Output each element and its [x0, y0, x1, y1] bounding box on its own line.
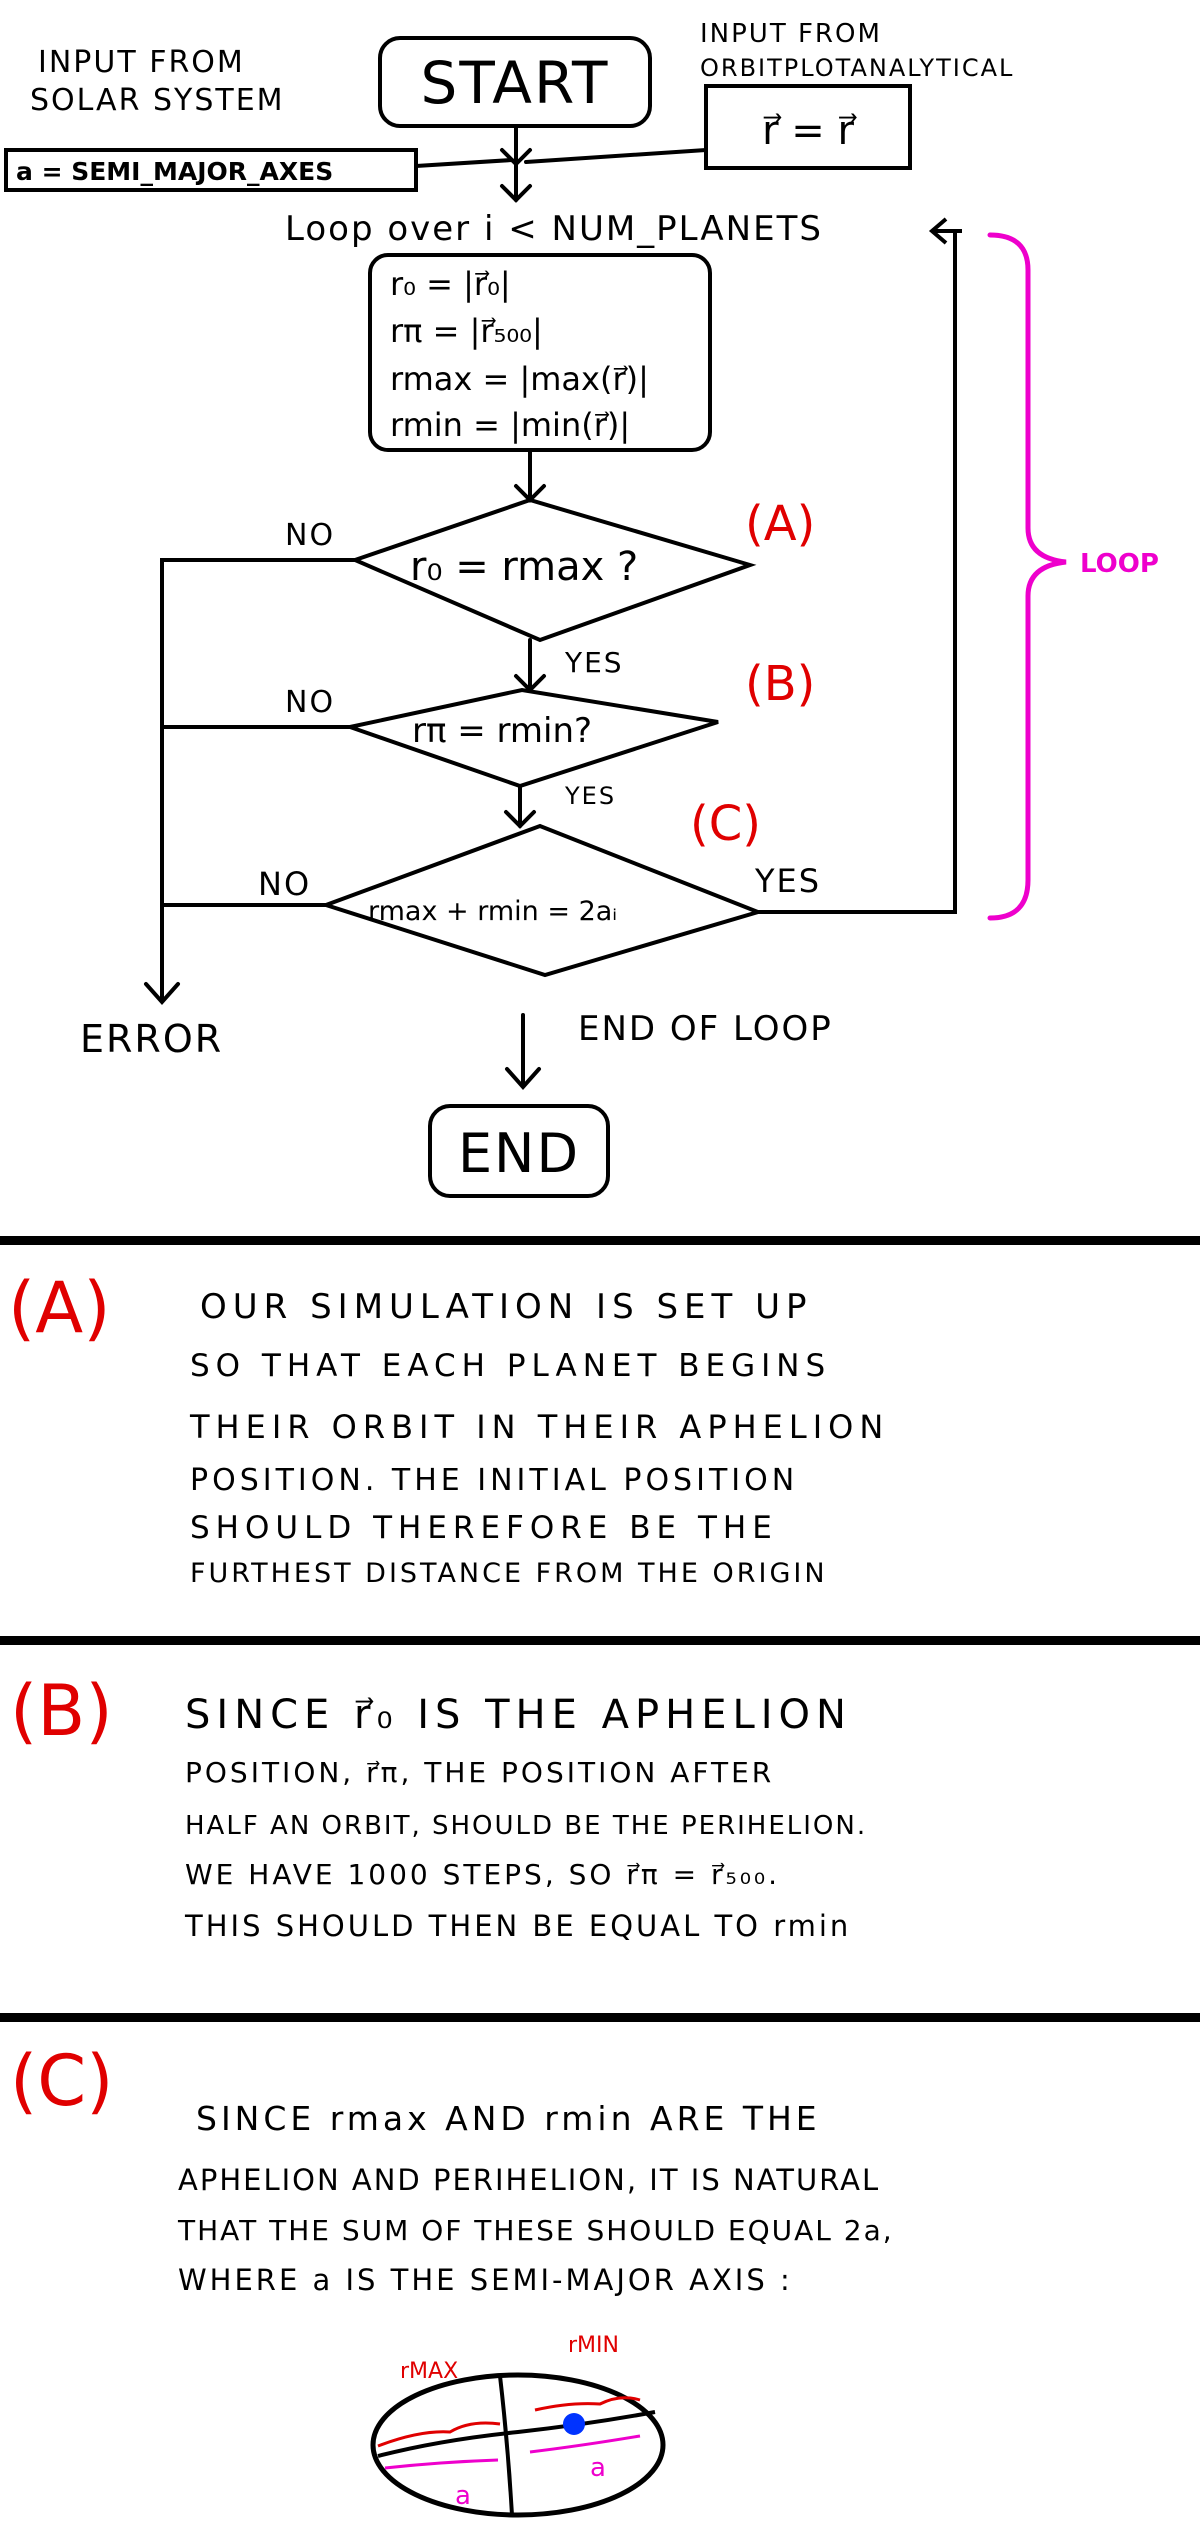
svg-text:a = SEMI_MAJOR_AXES: a = SEMI_MAJOR_AXES [16, 157, 333, 186]
note-a-line: OUR SIMULATION IS SET UP [200, 1287, 813, 1327]
yes-label-c: YES [754, 862, 821, 900]
sun-dot [563, 2413, 585, 2435]
end-of-loop-label: END OF LOOP [578, 1009, 833, 1049]
error-node: ERROR [80, 1017, 223, 1061]
divider-middle [0, 1636, 1200, 1645]
input-left-box: a = SEMI_MAJOR_AXES [4, 148, 418, 192]
no-label-a: NO [285, 518, 335, 553]
note-c-line: WHERE a IS THE SEMI-MAJOR AXIS : [178, 2263, 793, 2297]
note-a-line: SO THAT EACH PLANET BEGINS [190, 1348, 831, 1384]
divider-top [0, 1236, 1200, 1245]
note-b-line: SINCE r⃗₀ IS THE APHELION [185, 1692, 852, 1738]
note-b-line: WE HAVE 1000 STEPS, SO r⃗π = r⃗₅₀₀. [185, 1858, 780, 1891]
note-a-line: POSITION. THE INITIAL POSITION [190, 1463, 798, 1498]
decision-b: rπ = rmin? [342, 687, 719, 789]
yes-loop-back-rail [756, 229, 957, 914]
tag-c: (C) [690, 796, 761, 852]
svg-text:ORBITPLOTANALYTICAL: ORBITPLOTANALYTICAL [700, 54, 1014, 82]
start-node: START [378, 36, 652, 128]
svg-text:INPUT FROM: INPUT FROM [700, 19, 882, 49]
label-rmin: rMIN [568, 2333, 619, 2358]
orbit-ellipse [370, 2372, 666, 2518]
no-label-c: NO [258, 865, 311, 903]
arrow-to-decision-c [504, 784, 536, 829]
merge-connectors [414, 124, 708, 203]
label-rmax: rMAX [400, 2359, 458, 2384]
note-a-line: FURTHEST DISTANCE FROM THE ORIGIN [190, 1558, 828, 1589]
note-c-tag: (C) [10, 2040, 114, 2122]
orbit-ellipse-sketch: rMAX rMIN a a [370, 2333, 666, 2518]
divider-bottom [0, 2013, 1200, 2022]
svg-text:rπ = |r⃗₅₀₀|: rπ = |r⃗₅₀₀| [390, 312, 543, 350]
rmax-segment [377, 2421, 501, 2448]
svg-text:SOLAR SYSTEM: SOLAR SYSTEM [30, 83, 285, 118]
arrow-end-of-loop [505, 1013, 541, 1091]
process-box: r₀ = |r⃗₀| rπ = |r⃗₅₀₀| rmax = |max(r⃗)|… [368, 253, 712, 452]
note-b-line: THIS SHOULD THEN BE EQUAL TO rmin [184, 1909, 851, 1943]
svg-text:r₀ = |r⃗₀|: r₀ = |r⃗₀| [390, 265, 511, 303]
label-a-right: a [590, 2453, 606, 2483]
svg-text:r⃗ = r⃗: r⃗ = r⃗ [762, 108, 857, 154]
svg-text:rmax = |max(r⃗)|: rmax = |max(r⃗)| [390, 360, 649, 398]
rmin-segment [534, 2396, 641, 2412]
a-segment-left [384, 2458, 499, 2470]
note-c-line: THAT THE SUM OF THESE SHOULD EQUAL 2a, [177, 2214, 894, 2247]
note-c-line: APHELION AND PERIHELION, IT IS NATURAL [178, 2163, 880, 2197]
input-right-label: INPUT FROM ORBITPLOTANALYTICAL [700, 19, 1014, 82]
note-a: (A) OUR SIMULATION IS SET UP SO THAT EAC… [8, 1267, 889, 1589]
svg-text:rmin = |min(r⃗)|: rmin = |min(r⃗)| [390, 406, 630, 444]
note-b-line: HALF AN ORBIT, SHOULD BE THE PERIHELION. [185, 1811, 867, 1841]
input-left-label: INPUT FROM SOLAR SYSTEM [30, 45, 285, 118]
arrow-to-decision-b [514, 638, 546, 693]
minor-axis [498, 2375, 514, 2516]
a-segment-right [529, 2434, 641, 2454]
major-axis [377, 2410, 656, 2458]
no-label-b: NO [285, 685, 335, 720]
end-node: END [428, 1104, 610, 1198]
input-right-box: r⃗ = r⃗ [704, 84, 912, 170]
note-c-line: SINCE rmax AND rmin ARE THE [196, 2099, 821, 2138]
decision-a: r₀ = rmax ? [349, 497, 757, 643]
note-a-line: THEIR ORBIT IN THEIR APHELION [189, 1408, 889, 1446]
tag-b: (B) [745, 656, 815, 712]
svg-text:rπ = rmin?: rπ = rmin? [412, 711, 592, 751]
note-b-tag: (B) [10, 1670, 113, 1752]
loop-header: Loop over i < NUM_PLANETS [285, 209, 823, 249]
loop-brace-label: LOOP [1080, 549, 1159, 579]
svg-text:END: END [458, 1122, 580, 1185]
no-rail-to-error [144, 558, 357, 1006]
note-a-line: SHOULD THEREFORE BE THE [190, 1510, 778, 1546]
svg-text:INPUT FROM: INPUT FROM [38, 45, 245, 80]
note-b-line: POSITION, r⃗π, THE POSITION AFTER [185, 1756, 774, 1789]
svg-text:rmax + rmin = 2aᵢ: rmax + rmin = 2aᵢ [368, 896, 617, 927]
svg-text:START: START [421, 49, 610, 117]
yes-label-b: YES [564, 782, 616, 810]
tag-a: (A) [745, 496, 815, 552]
arrow-to-decision-a [514, 448, 546, 503]
yes-label-a: YES [564, 646, 624, 679]
svg-text:r₀ = rmax ?: r₀ = rmax ? [410, 544, 638, 590]
loop-brace [987, 232, 1067, 921]
label-a-left: a [455, 2481, 471, 2511]
note-b: (B) SINCE r⃗₀ IS THE APHELION POSITION, … [10, 1670, 867, 1943]
note-c: (C) SINCE rmax AND rmin ARE THE APHELION… [10, 2040, 894, 2297]
note-a-tag: (A) [8, 1267, 111, 1349]
